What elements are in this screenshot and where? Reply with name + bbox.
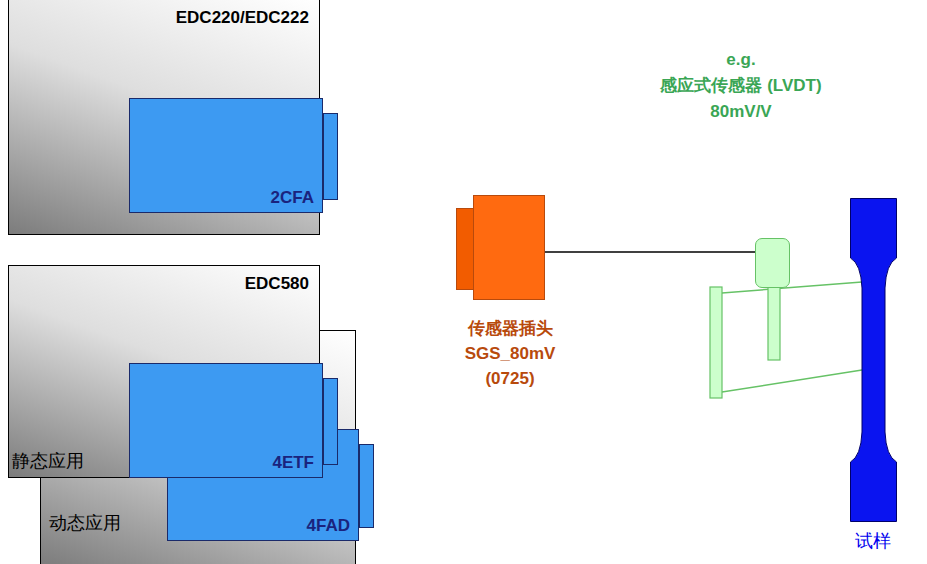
sensor-plug: 传感器插头SGS_80mV (0725) [473, 195, 545, 300]
node-caption: SGS_80mV (0725) [450, 341, 570, 391]
sensor-rod [768, 286, 780, 360]
card-box: 2CFA [129, 98, 323, 213]
node-caption: 80mV/V [591, 99, 891, 125]
specimen-shape [850, 198, 897, 522]
extensometer-arms [710, 282, 862, 398]
node-caption: 传感器插头 [450, 316, 570, 341]
caption-block: e.g.感应式传感器 (LVDT)80mV/V [591, 47, 891, 125]
card-label: 4FAD [307, 516, 350, 536]
node-caption: 试样 [843, 530, 903, 552]
node-caption: e.g. [591, 47, 891, 73]
lvdt-sensor: e.g.感应式传感器 (LVDT)80mV/V [755, 238, 790, 288]
arm-line [722, 370, 862, 392]
arm-line [722, 282, 862, 293]
caption-block: 试样 [843, 530, 903, 552]
specimen: 试样 [850, 198, 897, 522]
card-tab [359, 444, 374, 528]
box-title: 动态应用 [49, 511, 121, 535]
caption-block: 传感器插头SGS_80mV (0725) [450, 316, 570, 391]
controller-box: 4ETF EDC580 静态应用 [8, 265, 320, 478]
connector-cable [545, 251, 755, 252]
specimen-outline [851, 199, 897, 522]
card-tab [323, 113, 338, 200]
card-box: 4ETF [129, 363, 323, 478]
box-title: EDC220/EDC222 [176, 8, 309, 28]
card-label: 2CFA [271, 188, 314, 208]
card-label: 4ETF [272, 453, 314, 473]
box-title: EDC580 [245, 274, 309, 294]
plug-flange [456, 208, 474, 290]
sensor-pad [710, 287, 722, 398]
card-tab [323, 378, 338, 465]
box-note: 静态应用 [12, 449, 84, 473]
node-caption: 感应式传感器 (LVDT) [591, 73, 891, 99]
controller-box: 2CFA EDC220/EDC222 [8, 0, 320, 235]
